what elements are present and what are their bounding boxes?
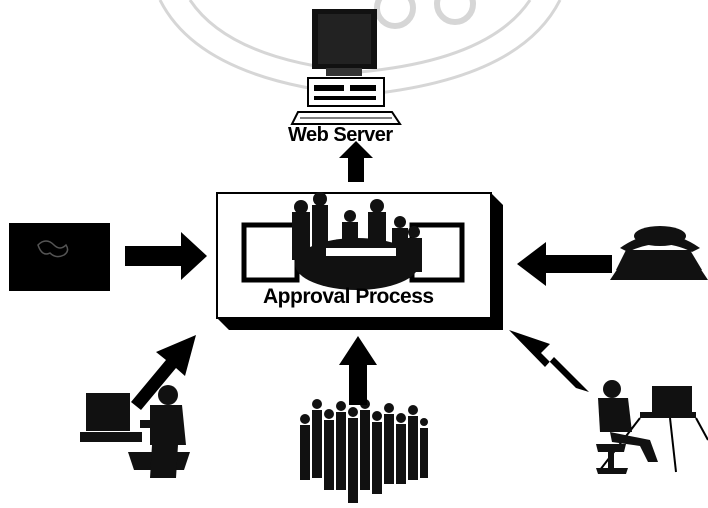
arrow-from-desk-worker bbox=[509, 330, 589, 392]
desk-worker-icon bbox=[596, 380, 708, 474]
arrow-from-fax bbox=[125, 232, 207, 280]
approval-process-label: Approval Process bbox=[263, 285, 434, 308]
web-server-computer-icon bbox=[290, 9, 402, 125]
arrow-from-telephone bbox=[517, 242, 612, 286]
computer-user-icon bbox=[80, 385, 190, 478]
arrow-from-crowd bbox=[339, 336, 377, 405]
arrow-from-computer-user bbox=[131, 335, 196, 410]
fax-document-icon bbox=[9, 223, 110, 291]
crowd-of-people-icon bbox=[300, 399, 428, 503]
telephone-icon bbox=[610, 226, 708, 280]
web-server-label: Web Server bbox=[288, 124, 393, 146]
arrow-to-web-server bbox=[339, 141, 373, 182]
meeting-group-icon bbox=[292, 192, 422, 290]
